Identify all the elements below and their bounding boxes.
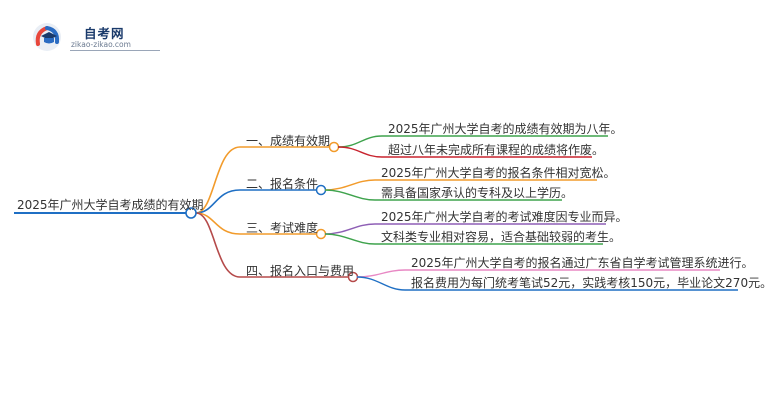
leaf-text[interactable]: 文科类专业相对容易，适合基础较弱的考生。 (381, 230, 622, 244)
leaf-connector (356, 269, 406, 278)
leaf-text[interactable]: 2025年广州大学自考的报名条件相对宽松。 (381, 166, 616, 180)
root-topic[interactable]: 2025年广州大学自考成绩的有效期 (17, 198, 204, 212)
logo-title: 自考网 (84, 26, 125, 41)
branch-label[interactable]: 三、考试难度 (246, 221, 319, 235)
leaf-text[interactable]: 超过八年未完成所有课程的成绩将作废。 (388, 143, 605, 157)
leaf-text[interactable]: 需具备国家承认的专科及以上学历。 (381, 186, 574, 200)
logo-divider (70, 50, 160, 51)
branch-connector (195, 212, 241, 278)
site-logo[interactable]: 自考网 zikao-zikao.com (30, 20, 160, 54)
leaf-connector (324, 179, 376, 191)
logo-url: zikao-zikao.com (71, 40, 131, 49)
branch-connector (195, 146, 241, 214)
branch-label[interactable]: 一、成绩有效期 (246, 134, 331, 148)
leaf-text[interactable]: 2025年广州大学自考的考试难度因专业而异。 (381, 210, 628, 224)
leaf-connector (337, 146, 383, 158)
root-node (185, 207, 197, 219)
leaf-text[interactable]: 2025年广州大学自考的成绩有效期为八年。 (388, 122, 623, 136)
leaf-connector (324, 233, 376, 245)
leaf-connector (324, 189, 376, 201)
leaf-connector (356, 276, 406, 291)
leaf-connector (337, 135, 383, 148)
leaf-text[interactable]: 2025年广州大学自考的报名通过广东省自学考试管理系统进行。 (411, 256, 754, 270)
leaf-connector (324, 223, 376, 235)
leaf-text[interactable]: 报名费用为每门统考笔试52元，实践考核150元，毕业论文270元。 (411, 276, 772, 290)
branch-label[interactable]: 四、报名入口与费用 (246, 264, 355, 278)
branch-label[interactable]: 二、报名条件 (246, 177, 319, 191)
branch-connector (195, 189, 241, 214)
graduation-cap-icon (33, 23, 61, 51)
mind-map (14, 135, 738, 291)
branch-node (328, 141, 340, 153)
